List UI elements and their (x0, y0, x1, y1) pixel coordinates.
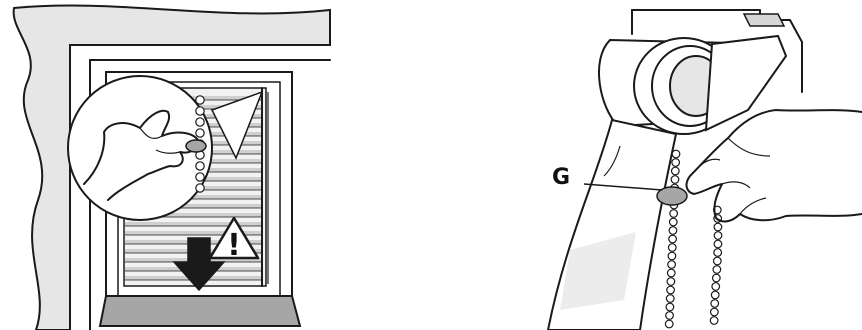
chain-bead (711, 291, 719, 299)
chain-bead (711, 308, 719, 316)
chain-bead (714, 257, 722, 265)
window-sill (100, 296, 300, 326)
chain-bead (196, 96, 204, 104)
chain-bead (713, 266, 721, 274)
chain-bead (671, 176, 679, 184)
chain-bead (669, 227, 677, 235)
left-panel-window-blind: ! (14, 5, 330, 330)
blind-slat (125, 222, 261, 226)
chain-bead (196, 129, 204, 137)
bead-chain-icon (665, 150, 721, 328)
chain-bead (714, 223, 722, 231)
chain-bead (714, 232, 722, 240)
chain-bead (668, 244, 676, 252)
chain-bead (711, 300, 719, 308)
chain-bead (196, 107, 204, 115)
chain-bead (714, 249, 722, 257)
chain-bead (672, 167, 680, 175)
chain-bead (710, 317, 718, 325)
chain-stopper-icon (186, 140, 206, 152)
chain-bead (196, 173, 204, 181)
chain-bead (667, 286, 675, 294)
chain-bead (672, 159, 680, 167)
chain-bead (666, 312, 674, 320)
chain-bead (669, 235, 677, 243)
chain-bead (672, 150, 680, 158)
chain-bead (668, 252, 676, 260)
chain-bead (667, 278, 675, 286)
chain-bead (666, 295, 674, 303)
chain-bead (665, 320, 673, 328)
chain-bead (714, 240, 722, 248)
chain-bead (666, 303, 674, 311)
warning-symbol: ! (227, 228, 241, 263)
chain-bead (196, 162, 204, 170)
chain-bead (713, 274, 721, 282)
chain-bead (670, 210, 678, 218)
callout-label: G (552, 165, 570, 190)
chain-bead (669, 218, 677, 226)
chain-bead (196, 118, 204, 126)
chain-bead (667, 269, 675, 277)
chain-bead (712, 283, 720, 291)
right-panel-roller-detail: G (548, 10, 862, 330)
chain-bead (196, 184, 204, 192)
chain-bead (668, 261, 676, 269)
